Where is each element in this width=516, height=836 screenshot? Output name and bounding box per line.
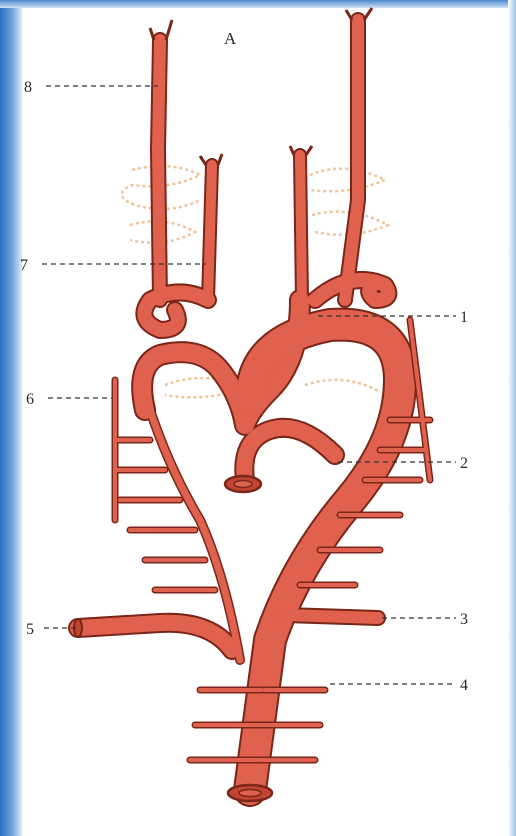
label-5: 5 [26,621,34,638]
label-3: 3 [460,611,468,628]
label-1: 1 [460,309,468,326]
label-8: 8 [24,79,32,96]
vessel-tips [150,8,372,165]
label-2: 2 [460,455,468,472]
figure-title: A [224,29,237,48]
label-6: 6 [26,391,34,408]
label-4: 4 [460,677,468,694]
label-7: 7 [20,257,28,274]
